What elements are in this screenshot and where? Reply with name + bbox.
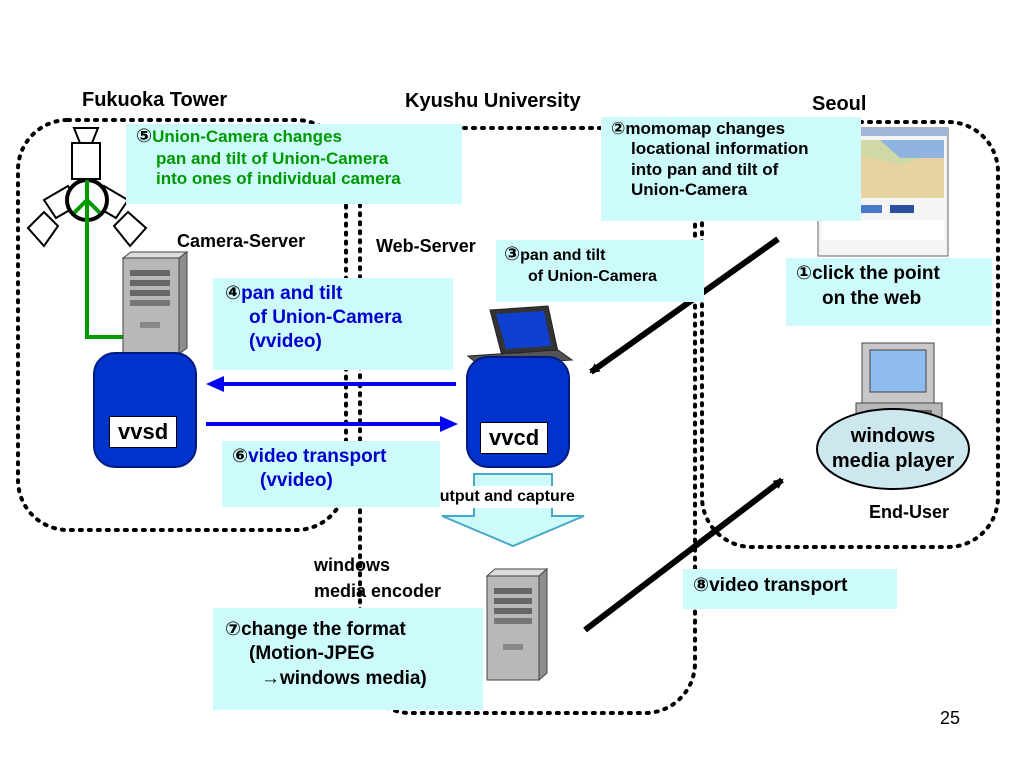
location-seoul: Seoul bbox=[812, 93, 867, 115]
step-2-callout: ②momomap changes locational information … bbox=[601, 117, 861, 221]
step-6-line1: video transport bbox=[248, 446, 387, 467]
union-camera-icon bbox=[26, 127, 148, 248]
step-5-callout: ⑤Union-Camera changes pan and tilt of Un… bbox=[126, 124, 462, 204]
step-6-callout: ⑥video transport (vvideo) bbox=[222, 441, 440, 507]
step-8-line1: video transport bbox=[709, 575, 848, 596]
step-7-callout: ⑦change the format (Motion-JPEG →windows… bbox=[213, 608, 483, 710]
vvcd-node: vvcd bbox=[466, 356, 570, 468]
step-1-callout: ①click the point on the web bbox=[786, 258, 992, 326]
step-8-number: ⑧ bbox=[693, 575, 710, 596]
step-5-line2: pan and tilt of Union-Camera bbox=[156, 148, 389, 168]
page-number: 25 bbox=[940, 708, 961, 728]
step-4-number: ④ bbox=[225, 283, 242, 304]
step-2-line4: Union-Camera bbox=[631, 180, 748, 200]
kyushu-region bbox=[358, 126, 697, 715]
wmp-ellipse bbox=[816, 408, 970, 490]
encoder-label-line2: media encoder bbox=[314, 581, 442, 601]
wmp-label-line2: media player bbox=[831, 450, 955, 472]
output-capture-label: output and capture bbox=[426, 486, 579, 508]
step-6-line2: (vvideo) bbox=[260, 469, 333, 491]
step-4-line3: (vvideo) bbox=[249, 330, 322, 352]
step-1-line2: on the web bbox=[822, 287, 922, 309]
web-server-label: Web-Server bbox=[376, 236, 476, 256]
step-6-number: ⑥ bbox=[232, 446, 249, 467]
camera-cable bbox=[85, 220, 124, 339]
wmp-label: windows media player bbox=[817, 424, 969, 474]
step-7-line1: change the format bbox=[241, 619, 406, 640]
encoder-label-line1: windows bbox=[314, 555, 390, 575]
location-kyushu: Kyushu University bbox=[405, 90, 581, 112]
wmp-label-line1: windows bbox=[850, 425, 936, 447]
step-4-callout: ④pan and tilt of Union-Camera (vvideo) bbox=[213, 278, 453, 370]
camera-server-icon bbox=[121, 251, 189, 355]
step-3-line1: pan and tilt bbox=[520, 247, 606, 264]
step-5-line3: into ones of individual camera bbox=[156, 169, 401, 189]
step-8-callout: ⑧video transport bbox=[683, 569, 897, 609]
vvsd-label: vvsd bbox=[109, 416, 178, 448]
step-1-number: ① bbox=[796, 263, 813, 284]
step-3-number: ③ bbox=[504, 244, 521, 265]
end-user-label: End-User bbox=[869, 502, 950, 522]
arrow-encoder-to-player bbox=[583, 477, 784, 633]
step-4-line1: pan and tilt bbox=[241, 283, 343, 304]
step-2-number: ② bbox=[611, 119, 626, 138]
step-3-callout: ③pan and tilt of Union-Camera bbox=[496, 240, 704, 302]
encoder-label: windows media encoder bbox=[314, 552, 441, 604]
encoder-server-icon bbox=[485, 567, 549, 682]
step-5-line1: Union-Camera changes bbox=[152, 127, 342, 146]
step-7-number: ⑦ bbox=[225, 619, 242, 640]
step-2-line1: momomap changes bbox=[625, 119, 786, 138]
step-2-line3: into pan and tilt of bbox=[631, 159, 779, 179]
web-server-laptop-icon bbox=[466, 305, 574, 367]
arrow-click-to-web-server bbox=[589, 236, 780, 375]
step-2-line2: locational information bbox=[631, 139, 809, 159]
step-1-line1: click the point bbox=[812, 263, 940, 284]
step-4-line2: of Union-Camera bbox=[249, 306, 403, 328]
output-capture-arrow bbox=[441, 473, 585, 548]
step-3-line2: of Union-Camera bbox=[528, 267, 657, 285]
step-7-line2: (Motion-JPEG bbox=[249, 643, 375, 665]
step-5-number: ⑤ bbox=[136, 126, 153, 147]
camera-server-label: Camera-Server bbox=[177, 231, 306, 251]
vvcd-label: vvcd bbox=[480, 422, 549, 454]
vvsd-node: vvsd bbox=[93, 352, 197, 468]
location-fukuoka: Fukuoka Tower bbox=[82, 89, 228, 111]
step-7-line3: →windows media) bbox=[261, 667, 427, 689]
